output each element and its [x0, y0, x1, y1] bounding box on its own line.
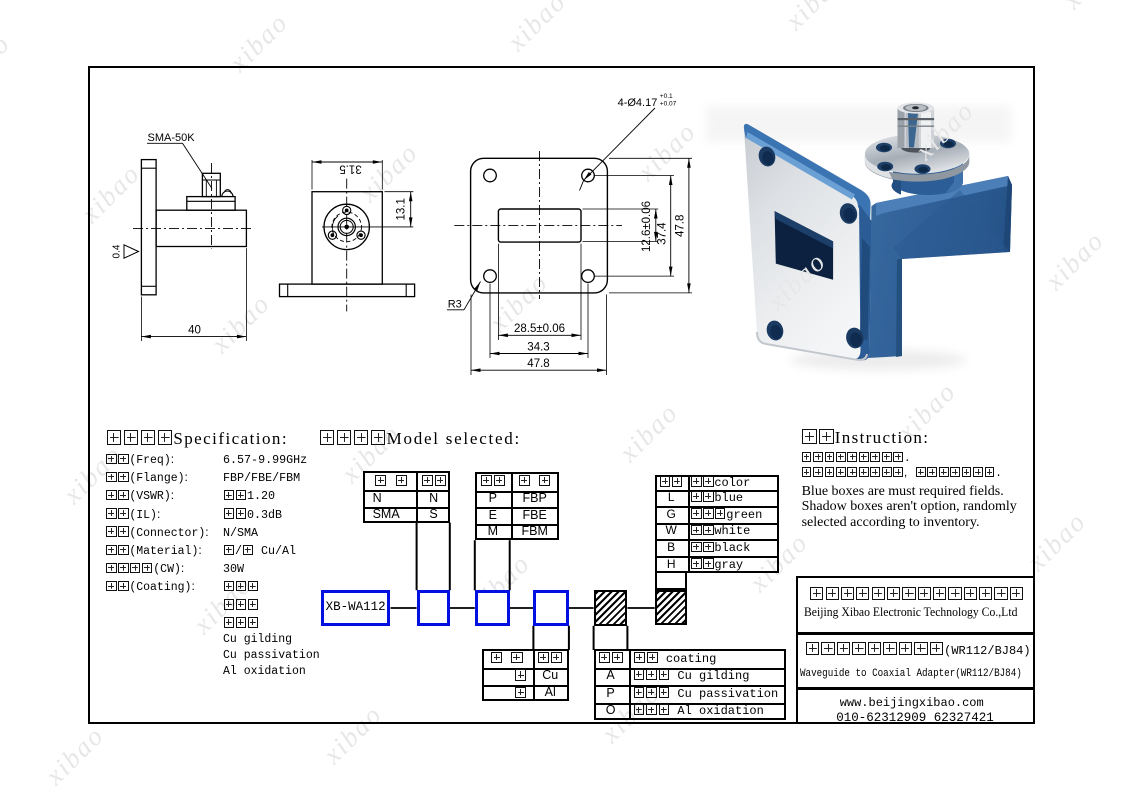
svg-text:4-Ø4.17: 4-Ø4.17 [618, 97, 658, 109]
svg-text:0.4: 0.4 [112, 244, 123, 258]
svg-text:SMA-50K: SMA-50K [148, 132, 196, 144]
svg-text:37.4: 37.4 [656, 222, 668, 245]
svg-text:47.8: 47.8 [675, 215, 687, 237]
svg-text:28.5±0.06: 28.5±0.06 [514, 323, 565, 335]
svg-text:34.3: 34.3 [527, 341, 549, 353]
svg-text:R3: R3 [448, 299, 462, 311]
svg-text:47.8: 47.8 [527, 358, 549, 370]
svg-text:+0.07: +0.07 [660, 101, 677, 108]
svg-text:+0.1: +0.1 [660, 93, 673, 100]
svg-text:31.5: 31.5 [339, 162, 361, 174]
svg-text:40: 40 [188, 325, 201, 337]
svg-text:12.6±0.06: 12.6±0.06 [641, 201, 653, 252]
svg-text:13.1: 13.1 [396, 198, 408, 220]
